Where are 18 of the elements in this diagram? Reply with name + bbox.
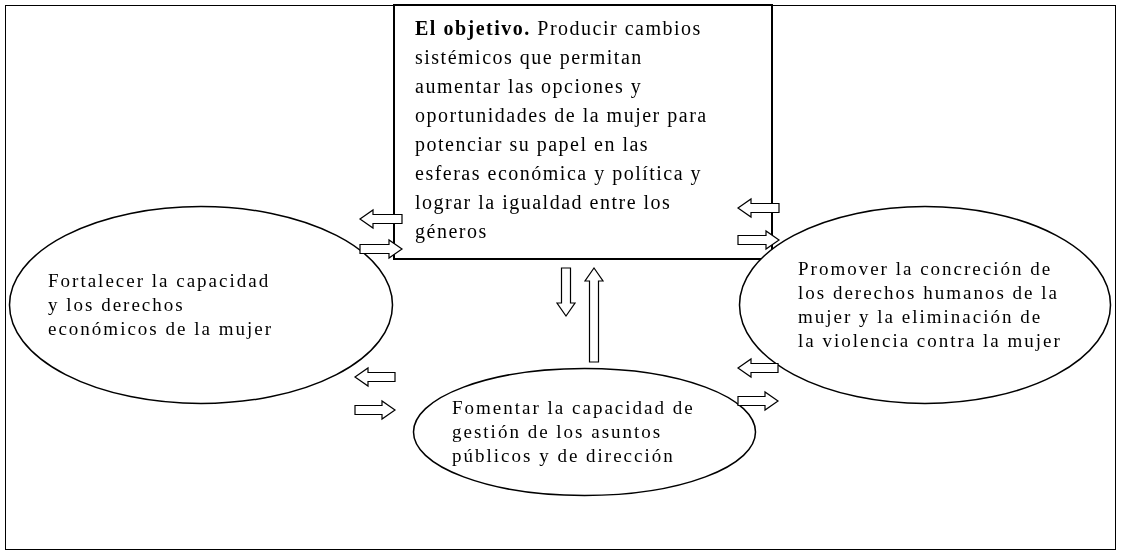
block-arrow [555,267,577,318]
block-arrow [359,238,404,260]
block-arrow [736,357,779,379]
block-arrow [737,229,781,251]
ellipse-node [412,367,757,497]
block-arrow [583,266,605,363]
objective-box [393,4,773,260]
ellipse-node [738,205,1112,405]
block-arrow [354,399,397,421]
block-arrow [353,366,396,388]
node-text: Promover la concreción de los derechos humanos de la mujer y la eliminación de la violencia contra la mujer [798,257,1063,353]
block-arrow [737,390,780,412]
node-text: Fortalecer la capacidad y los derechos económicos de la mujer [48,269,274,341]
block-arrow [358,208,403,230]
node-text: El objetivo. Producir cambios sistémicos que permitan aumentar las opciones y oportunidades de la mujer para potenciar su papel en las esferas económica y política y lograr la igualdad entre los géneros [415,16,709,245]
ellipse-node [8,205,394,405]
block-arrow [736,197,780,219]
node-text: Fomentar la capacidad de gestión de los asuntos públicos y de dirección [452,396,696,468]
